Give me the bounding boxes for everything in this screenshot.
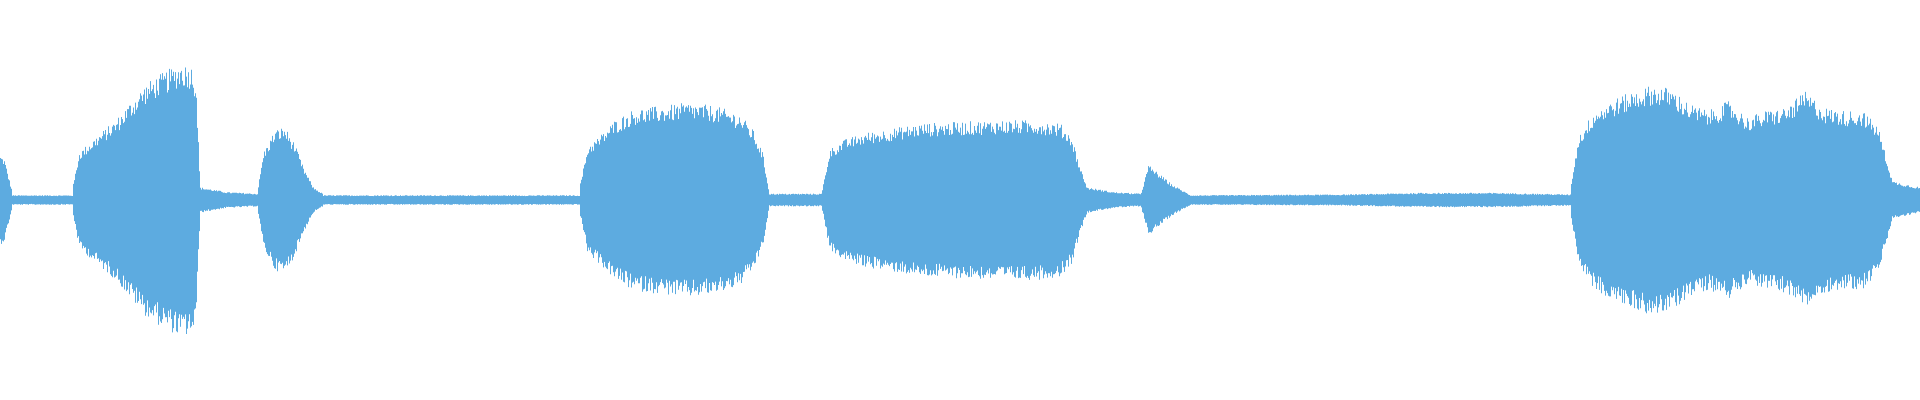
waveform-graphic [0, 67, 1920, 334]
